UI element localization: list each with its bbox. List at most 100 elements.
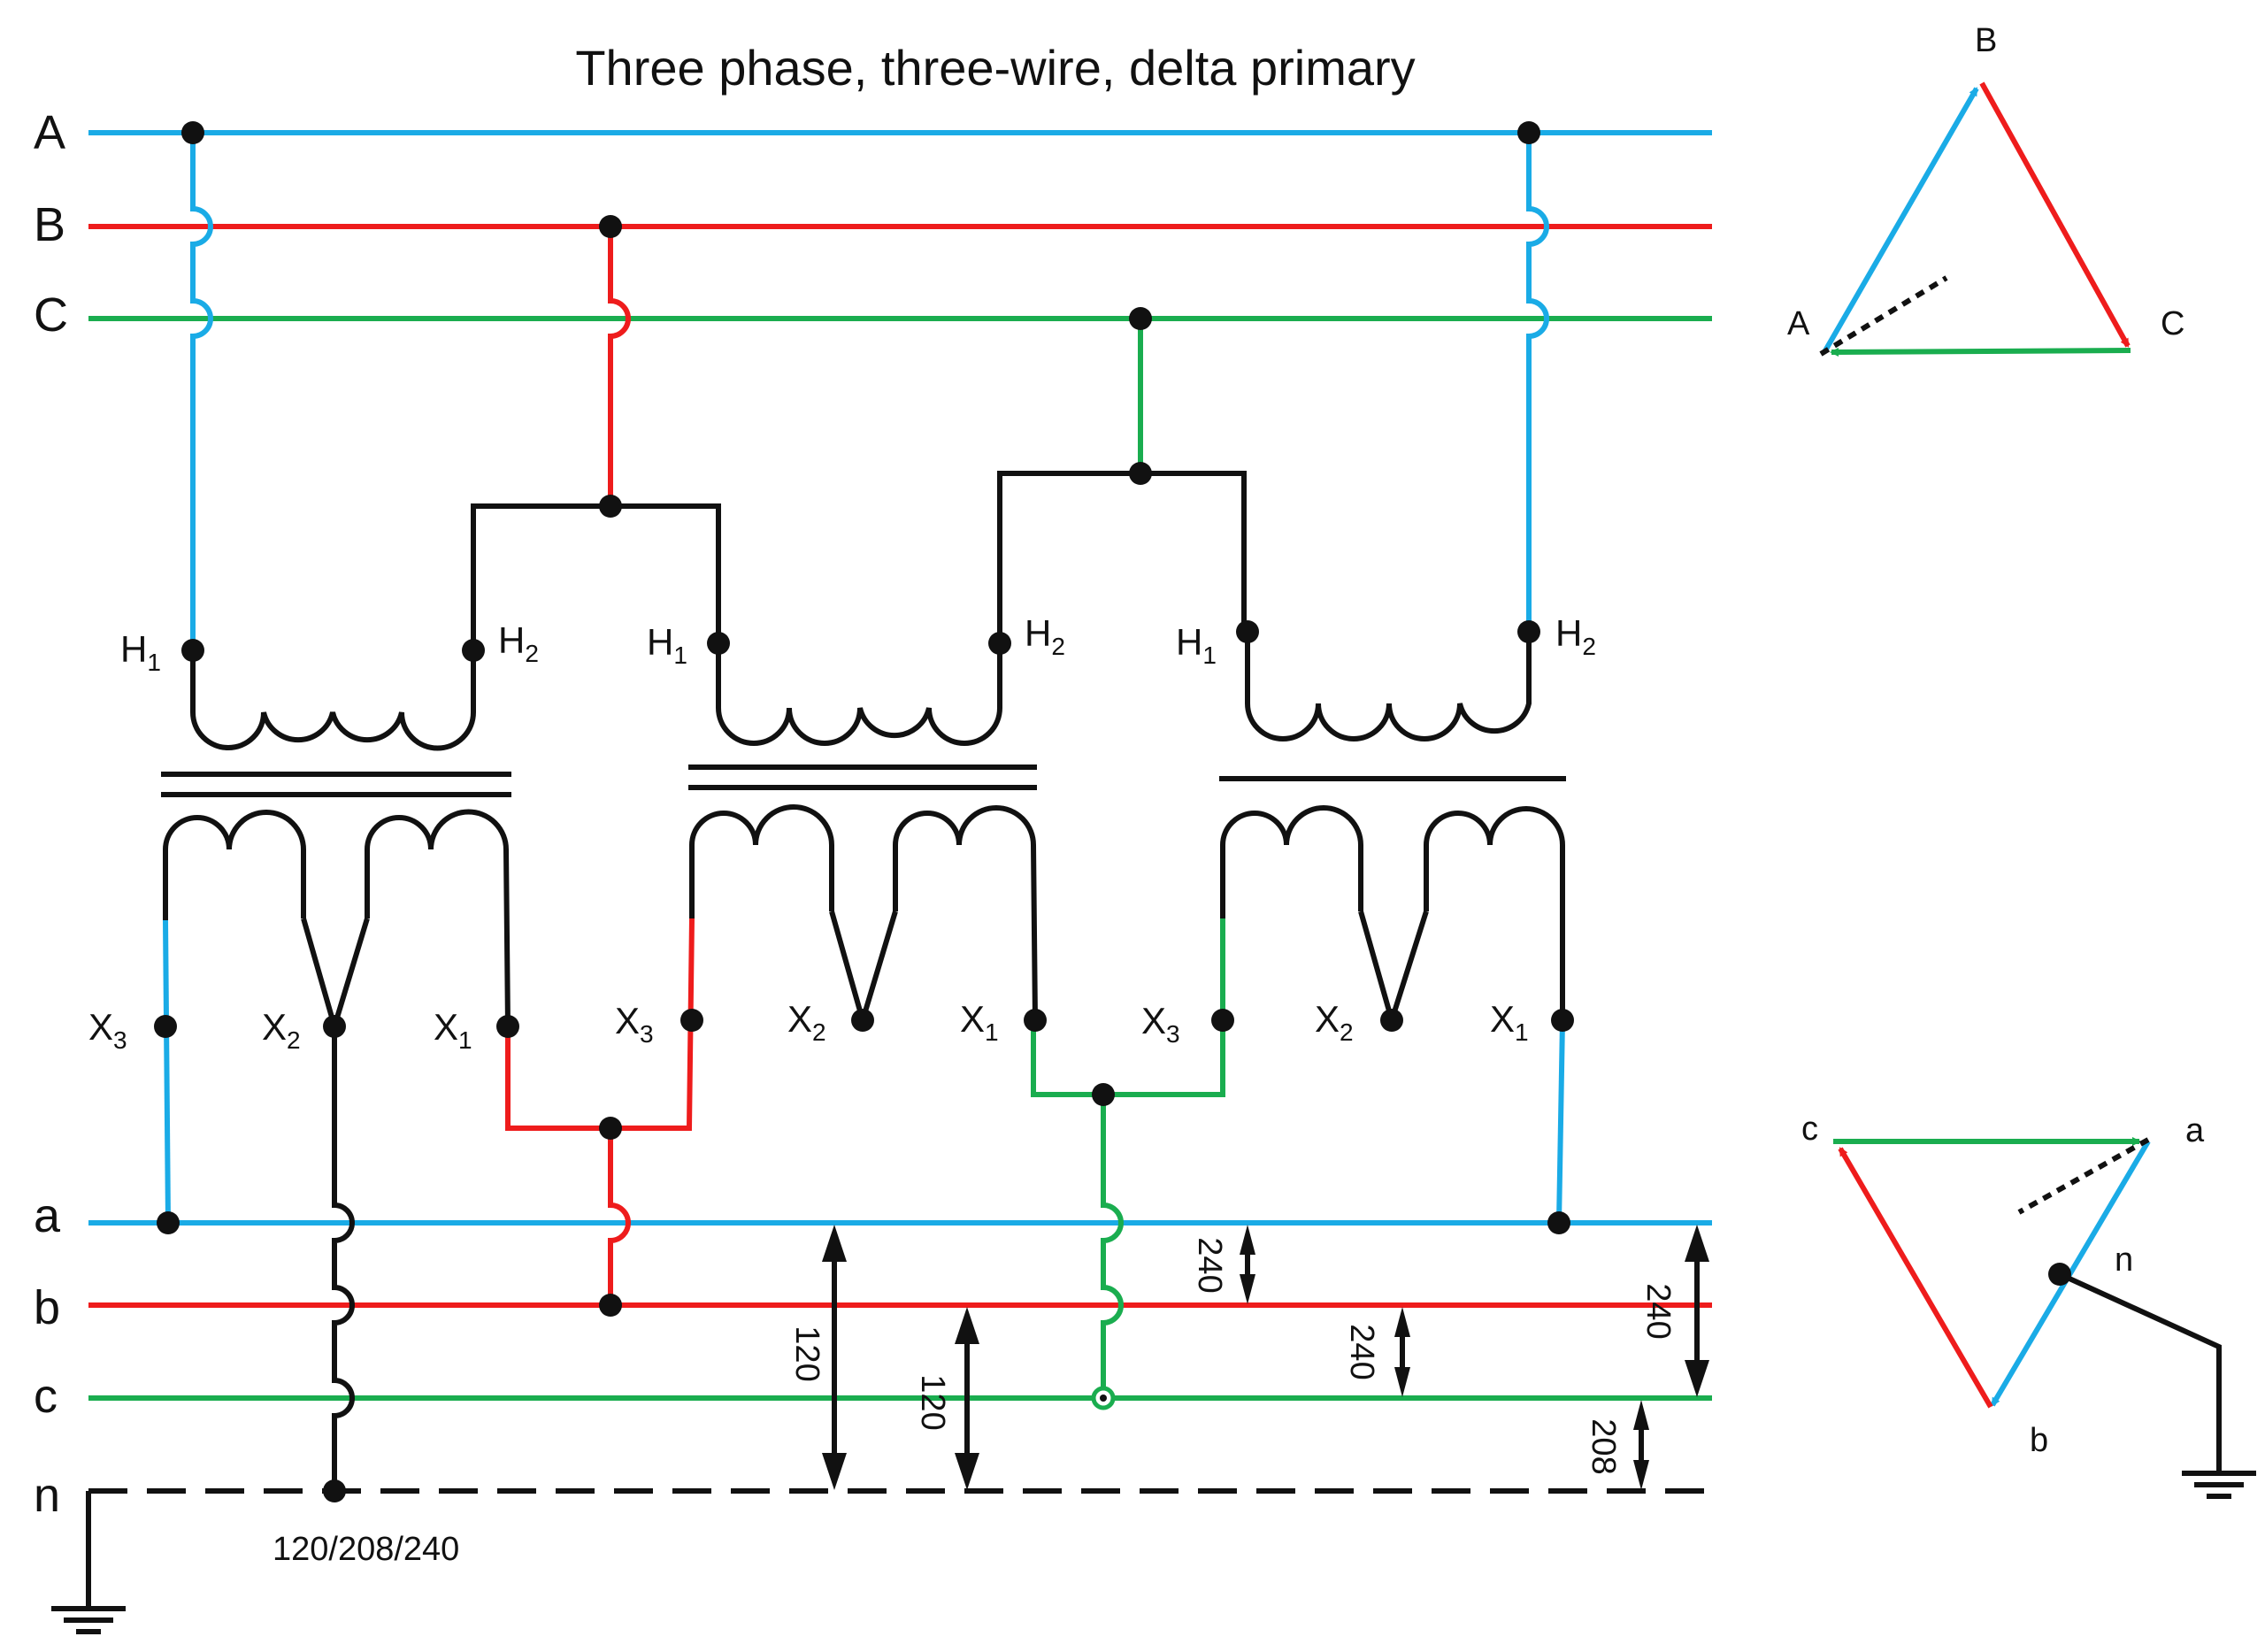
voltage-label-b-c: 240 xyxy=(1343,1324,1380,1379)
secondary-winding-2a xyxy=(689,804,834,918)
secondary-phasor-label-a: a xyxy=(2185,1112,2205,1149)
ground-icon xyxy=(51,1606,126,1634)
arrow-icon xyxy=(822,1225,847,1490)
secondary-winding-3b xyxy=(1424,806,1565,1020)
arrow-icon xyxy=(1394,1307,1410,1397)
secondary-winding-1a xyxy=(163,810,306,920)
secondary-feeders xyxy=(163,918,1565,1491)
phasor-reference-dashed xyxy=(2017,1137,2150,1215)
center-tap-1 xyxy=(301,918,370,1036)
phasor-vector-a-b xyxy=(1822,87,1979,354)
junction-dot xyxy=(599,1294,622,1317)
secondary-phasor-label-c: c xyxy=(1801,1110,1818,1148)
junction-dot xyxy=(1547,1211,1570,1234)
secondary-winding-1b xyxy=(365,809,511,1027)
phasor-vector-b-c xyxy=(1838,1147,1993,1409)
label-x3-2: X3 xyxy=(615,1000,654,1048)
junction-dot xyxy=(599,1117,622,1140)
ground-icon xyxy=(2182,1471,2256,1499)
transformer-1 xyxy=(161,650,511,1036)
neutral-point-dot xyxy=(2048,1263,2071,1286)
arrow-icon xyxy=(1633,1400,1649,1490)
bus-label-a-primary: A xyxy=(34,106,65,159)
primary-phasor-label-b: B xyxy=(1975,22,1997,59)
junction-dot xyxy=(323,1479,346,1502)
voltage-label-c-n: 208 xyxy=(1585,1418,1622,1474)
bus-label-b-primary: B xyxy=(34,198,65,251)
junction-dot-c-center xyxy=(1100,1395,1107,1402)
label-x2-3: X2 xyxy=(1315,998,1354,1046)
terminal-x2-3 xyxy=(1380,1009,1403,1032)
bus-label-c-secondary: c xyxy=(34,1370,58,1423)
phasor-vector-b-c xyxy=(1979,81,2131,348)
terminal-x1-3 xyxy=(1551,1009,1574,1032)
terminal-x1-2 xyxy=(1024,1009,1047,1032)
terminal-h2-3 xyxy=(1517,620,1540,643)
arrow-icon xyxy=(955,1307,979,1490)
arrow-icon xyxy=(1240,1225,1255,1304)
primary-phasor-diagram xyxy=(1819,81,2131,357)
system-rating-label: 120/208/240 xyxy=(273,1531,459,1568)
feeder-a-right xyxy=(1526,133,1549,632)
primary-winding-2 xyxy=(716,643,1002,746)
phasor-vector-c-a xyxy=(1830,347,2131,357)
primary-terminal-labels: H1 H2 H1 H2 H1 H2 xyxy=(120,612,1596,676)
primary-winding-1 xyxy=(190,650,476,751)
voltage-label-a-n: 120 xyxy=(788,1325,825,1381)
secondary-feeder-a xyxy=(1556,1019,1565,1224)
center-tap-3 xyxy=(1358,911,1429,1030)
secondary-phasor-label-b: b xyxy=(2030,1422,2048,1459)
bus-label-n-secondary: n xyxy=(34,1469,60,1522)
bus-label-c-primary: C xyxy=(34,288,68,342)
voltage-label-a-b: 240 xyxy=(1191,1237,1228,1293)
primary-winding-3 xyxy=(1245,632,1532,741)
arrow-icon xyxy=(1685,1225,1709,1397)
secondary-phasor-diagram xyxy=(1833,1137,2222,1473)
label-h1-1: H1 xyxy=(120,628,161,676)
center-tap-2 xyxy=(829,911,898,1030)
secondary-terminal-labels: X3 X2 X1 X3 X2 X1 X3 X2 X1 xyxy=(88,998,1529,1054)
label-x2-2: X2 xyxy=(787,998,826,1046)
terminal-x2-1 xyxy=(323,1015,346,1038)
label-x3-3: X3 xyxy=(1141,1000,1180,1048)
junction-dots xyxy=(154,121,1574,1502)
label-h2-2: H2 xyxy=(1025,612,1065,660)
junction-dot xyxy=(1517,121,1540,144)
diagram-title: Three phase, three-wire, delta primary xyxy=(575,40,1415,96)
junction-dot xyxy=(599,495,622,518)
label-x3-1: X3 xyxy=(88,1006,127,1054)
junction-dot xyxy=(1129,462,1152,485)
secondary-feeder-c xyxy=(1101,1095,1124,1398)
primary-link-right xyxy=(997,471,1247,643)
junction-dot xyxy=(157,1211,180,1234)
label-x2-1: X2 xyxy=(262,1006,301,1054)
terminal-x1-1 xyxy=(496,1015,519,1038)
terminal-x3-1 xyxy=(154,1015,177,1038)
label-h2-1: H2 xyxy=(498,619,539,667)
label-h1-2: H1 xyxy=(647,621,687,669)
primary-link-left xyxy=(471,503,721,650)
label-x1-3: X1 xyxy=(1490,998,1529,1046)
terminal-x3-3 xyxy=(1211,1009,1234,1032)
terminal-x3-2 xyxy=(680,1009,703,1032)
secondary-feeder-b xyxy=(608,1128,631,1305)
secondary-bus xyxy=(86,1220,1712,1609)
phasor-reference-dashed xyxy=(1819,275,1948,357)
secondary-link-b xyxy=(505,918,695,1131)
bus-label-a-secondary: a xyxy=(34,1189,61,1242)
secondary-winding-2b xyxy=(893,805,1038,1021)
junction-dot xyxy=(1129,307,1152,330)
secondary-feeder-x2-1 xyxy=(332,1026,355,1491)
terminal-h2-1 xyxy=(462,639,485,662)
terminal-h1-2 xyxy=(707,632,730,655)
terminal-h1-3 xyxy=(1236,620,1259,643)
label-x1-2: X1 xyxy=(960,998,999,1046)
voltage-arrows xyxy=(822,1225,1709,1490)
junction-dot xyxy=(181,121,204,144)
label-h2-3: H2 xyxy=(1555,612,1596,660)
transformer-3 xyxy=(1219,632,1566,1030)
terminal-h1-1 xyxy=(181,639,204,662)
primary-bus xyxy=(88,130,1712,321)
feeder-a-left xyxy=(190,133,213,650)
